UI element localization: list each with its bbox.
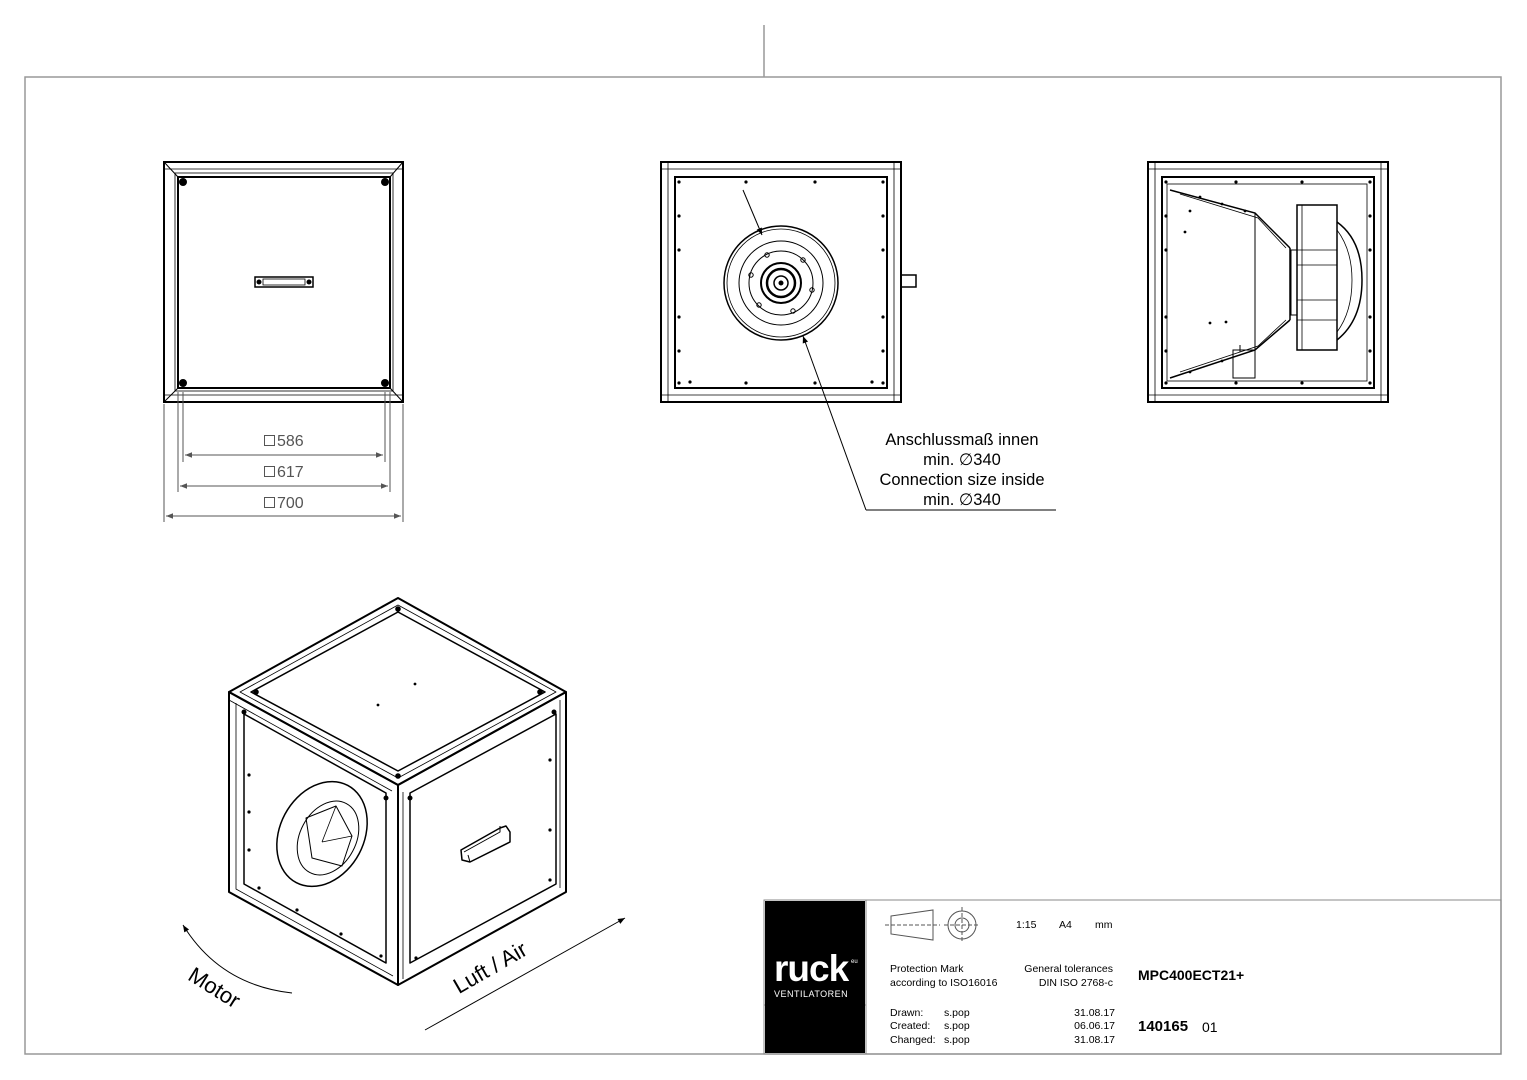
address-line-1: ruck Ventilatoren — [770, 1007, 849, 1019]
model-name: MPC400ECT21+ — [1138, 967, 1245, 983]
dimension-lines — [163, 392, 404, 522]
address-line-2: Max-Planck-Str. 5 — [770, 1020, 853, 1032]
callout-line-2: min. ∅340 — [923, 451, 1001, 469]
revision-number: 01 — [1202, 1019, 1218, 1035]
inlet-view-box — [660, 161, 917, 403]
logo-superscript: eu — [851, 959, 858, 965]
dimension-value: 586 — [277, 433, 304, 450]
drawn-label: Drawn: — [890, 1007, 924, 1019]
created-label: Created: — [890, 1020, 931, 1032]
projection-symbol — [885, 907, 980, 943]
dimension-617: 617 — [264, 464, 304, 482]
changed-by: s.pop — [944, 1034, 970, 1046]
callout-line-3: Connection size inside — [879, 471, 1045, 489]
dimension-value: 617 — [277, 464, 304, 481]
direction-arrows — [182, 917, 626, 1031]
drawing-number: 140165 — [1138, 1018, 1189, 1035]
logo-wordmark: ruck — [774, 948, 849, 989]
changed-date: 31.08.17 — [1074, 1034, 1115, 1046]
logo-subtitle: VENTILATOREN — [774, 989, 849, 999]
tolerances-label: General tolerances — [1024, 963, 1113, 975]
dimension-value: 700 — [277, 495, 304, 512]
connection-size-callout: Anschlussmaß innen min. ∅340 Connection … — [862, 430, 1062, 510]
inlet-view-bolts — [677, 180, 885, 385]
protection-mark-standard: according to ISO16016 — [890, 977, 998, 989]
drawn-by: s.pop — [944, 1007, 970, 1019]
changed-label: Changed: — [890, 1034, 936, 1046]
side-view-box — [1147, 161, 1389, 403]
ruck-logo: ruck eu VENTILATOREN — [765, 901, 865, 1053]
callout-line-4: min. ∅340 — [923, 491, 1001, 509]
created-date: 06.06.17 — [1074, 1020, 1115, 1032]
square-symbol-icon — [264, 466, 275, 477]
scale-value: 1:15 — [1016, 919, 1037, 931]
drawn-date: 31.08.17 — [1074, 1007, 1115, 1019]
square-symbol-icon — [264, 435, 275, 446]
dimension-700: 700 — [264, 495, 304, 513]
dimension-586: 586 — [264, 433, 304, 451]
tolerances-standard: DIN ISO 2768-c — [1038, 977, 1113, 989]
front-view-box — [163, 161, 404, 403]
callout-line-1: Anschlussmaß innen — [885, 431, 1039, 449]
square-symbol-icon — [264, 497, 275, 508]
drawing-frame — [24, 25, 1502, 1055]
isometric-view-box — [228, 597, 567, 986]
unit-value: mm — [1095, 919, 1113, 931]
address-line-3: D-97944 Boxberg — [770, 1034, 853, 1046]
paper-size: A4 — [1059, 919, 1072, 931]
side-view-bolts — [1164, 180, 1372, 385]
connection-leader — [742, 189, 1056, 511]
title-block — [763, 899, 1502, 1055]
isometric-view-bolts — [241, 606, 557, 960]
protection-mark-label: Protection Mark — [890, 963, 964, 975]
created-by: s.pop — [944, 1020, 970, 1032]
